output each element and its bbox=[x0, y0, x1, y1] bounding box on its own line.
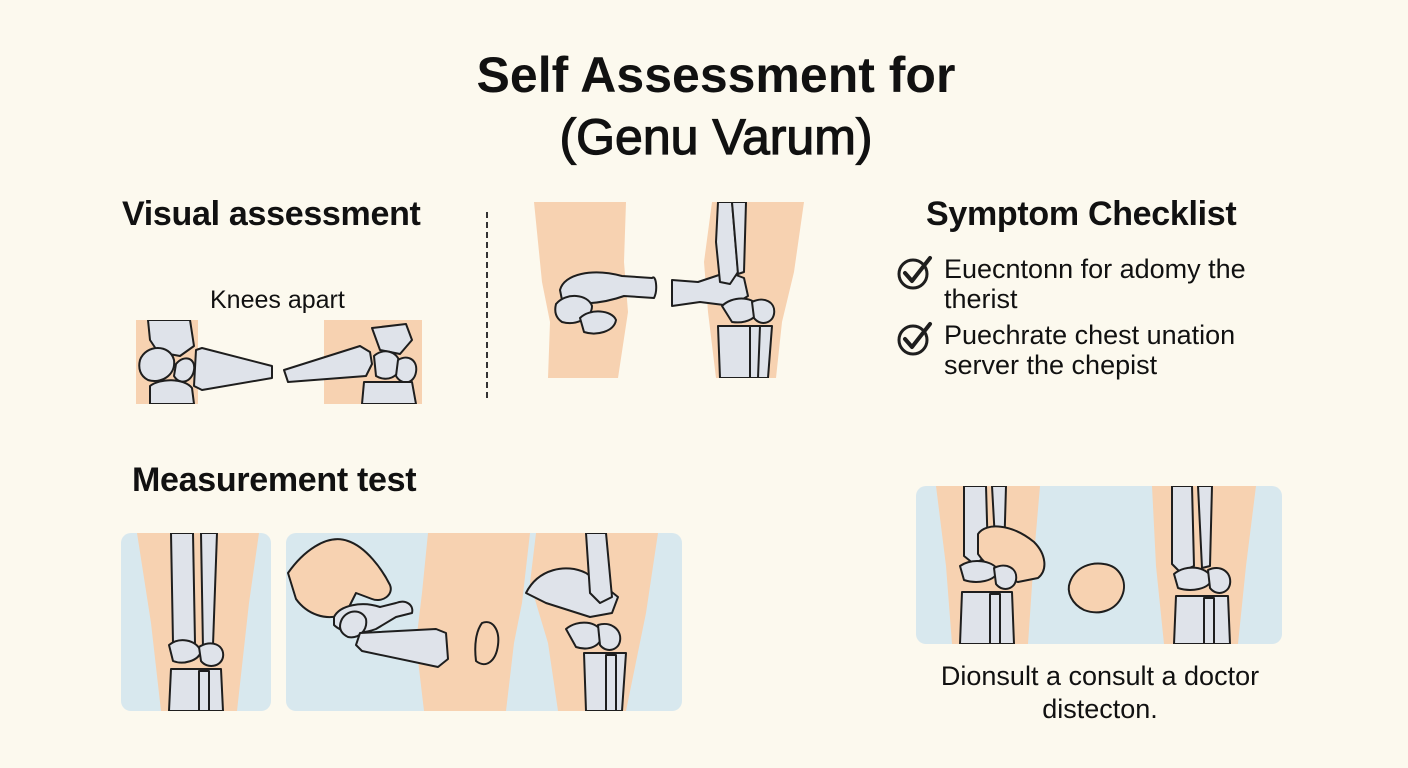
visual-assessment-heading: Visual assessment bbox=[122, 195, 421, 233]
checklist-item-line1: Puechrate chest unation bbox=[944, 320, 1236, 350]
checklist-item[interactable]: Puechrate chest unation server the chepi… bbox=[896, 320, 1296, 380]
page-title-line1: Self Assessment for bbox=[476, 47, 956, 103]
section-divider bbox=[486, 212, 488, 398]
consult-doctor-line2: distecton. bbox=[1042, 694, 1158, 724]
symptom-checklist: Euecntonn for adomy the therist Puechrat… bbox=[896, 254, 1296, 386]
knee-joints-illustration bbox=[532, 202, 804, 378]
measurement-test-heading: Measurement test bbox=[132, 461, 417, 499]
check-circle-icon bbox=[897, 256, 932, 290]
knees-apart-label: Knees apart bbox=[210, 286, 345, 314]
consult-doctor-line1: Dionsult a consult a doctor bbox=[940, 661, 1260, 691]
symptom-checklist-heading: Symptom Checklist bbox=[926, 195, 1237, 233]
page-title-line2: (Genu Varum) bbox=[559, 108, 873, 165]
checklist-item[interactable]: Euecntonn for adomy the therist bbox=[896, 254, 1296, 314]
knees-apart-illustration bbox=[136, 320, 422, 404]
checklist-item-line1: Euecntonn for adomy the bbox=[944, 254, 1246, 284]
checklist-item-line2: server the chepist bbox=[944, 350, 1158, 380]
checklist-item-text: Euecntonn for adomy the therist bbox=[944, 254, 1246, 314]
legs-front-view-illustration bbox=[121, 533, 271, 711]
checklist-item-line2: therist bbox=[944, 284, 1018, 314]
knee-comparison-illustration bbox=[916, 486, 1282, 644]
consult-doctor-note: Dionsult a consult a doctor distecton. bbox=[900, 660, 1300, 726]
knee-measurement-illustration bbox=[286, 533, 682, 711]
check-circle-icon bbox=[897, 322, 932, 356]
checklist-item-text: Puechrate chest unation server the chepi… bbox=[944, 320, 1235, 380]
page-title: Self Assessment for (Genu Varum) bbox=[0, 44, 1408, 168]
